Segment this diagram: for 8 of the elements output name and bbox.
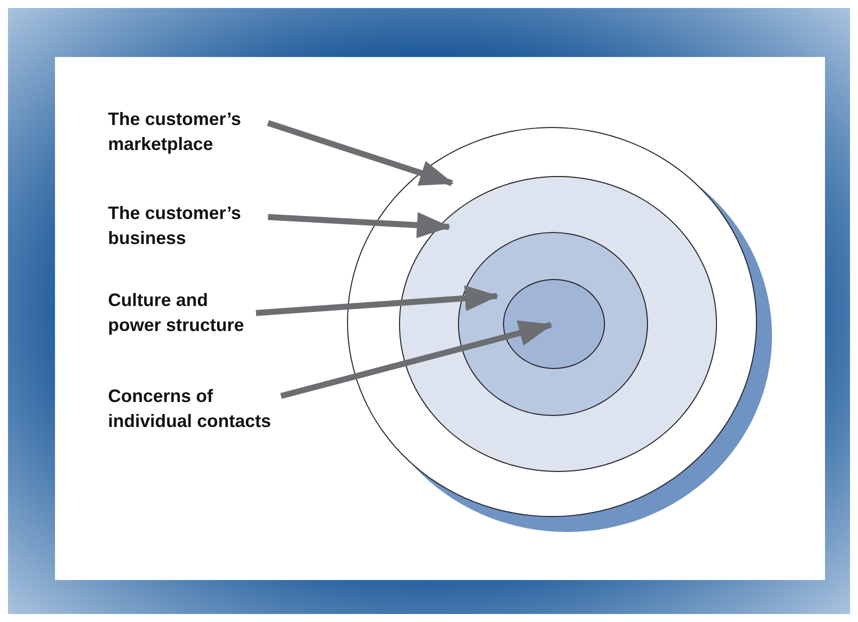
arrow: [267, 120, 454, 186]
arrow: [280, 320, 553, 399]
arrow: [256, 285, 499, 316]
category-label: The customer’s business: [108, 201, 270, 251]
category-label: Concerns of individual contacts: [108, 384, 283, 434]
category-label: Culture and power structure: [108, 288, 258, 338]
category-label: The customer’s marketplace: [108, 107, 270, 157]
arrow: [268, 212, 451, 238]
